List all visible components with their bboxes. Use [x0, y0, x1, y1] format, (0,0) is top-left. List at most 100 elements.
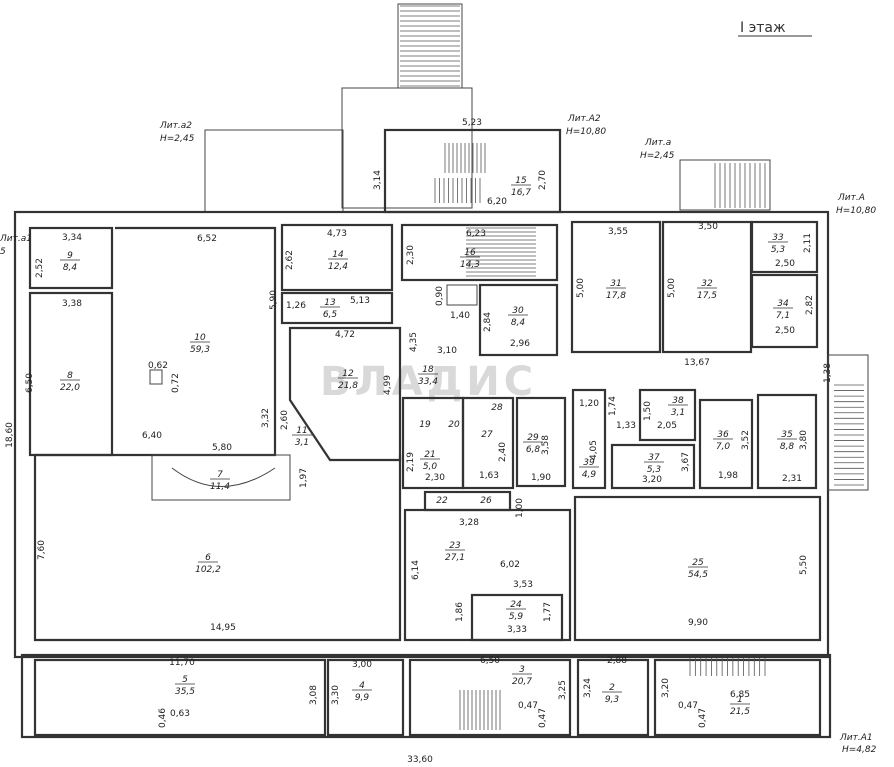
dimension-d-3-33: 3,33 — [507, 625, 527, 635]
room-area: 17,5 — [697, 291, 717, 301]
room-number: 3 — [519, 665, 525, 675]
room-number: 21 — [424, 450, 435, 460]
dimension-d-3-00: 3,00 — [352, 660, 372, 670]
room-25 — [573, 495, 822, 642]
dimension-d-2-30: 2,30 — [406, 245, 416, 265]
liter-a2-label: Лит.а2 — [159, 121, 192, 131]
room-label-22: 22 — [436, 496, 448, 506]
room-area: 7,0 — [716, 442, 731, 452]
dimension-d-2-84: 2,84 — [483, 312, 493, 332]
room-area: 11,4 — [210, 482, 230, 492]
dimension-d-6-50a: 6,50 — [25, 373, 35, 393]
room-33 — [750, 220, 819, 274]
room-39 — [571, 388, 607, 490]
room-9 — [28, 226, 114, 290]
room-label-24: 245,9 — [506, 600, 526, 622]
room-number: 29 — [527, 433, 539, 443]
room-area: 6,8 — [526, 445, 541, 455]
dimension-d-1-77: 1,77 — [543, 602, 553, 622]
liter-A1-label: Лит.А1 — [839, 733, 873, 743]
dimension-d-1-97: 1,97 — [299, 468, 309, 488]
liter-A-label: Лит.А — [837, 193, 865, 203]
dimension-d-5-80: 5,80 — [212, 443, 232, 453]
dimension-d-0-47c: 0,47 — [678, 701, 698, 711]
room-number: 11 — [296, 426, 307, 436]
dimension-d-3-24: 3,24 — [583, 678, 593, 698]
dimension-d-3-53: 3,53 — [513, 580, 533, 590]
room-label-35: 358,8 — [777, 430, 797, 452]
dimension-d-2-50a: 2,50 — [775, 259, 795, 269]
room-number: 36 — [717, 430, 729, 440]
dimension-d-1-33: 1,33 — [616, 421, 636, 431]
room-number: 10 — [194, 333, 206, 343]
room-labels: 121,529,3320,749,9535,56102,2711,4822,09… — [60, 176, 797, 717]
room-area: 9,3 — [605, 695, 620, 705]
room-number: 6 — [205, 553, 211, 563]
dimension-d-1-86: 1,86 — [455, 602, 465, 622]
dimension-d-6-50b: 6,50 — [480, 656, 500, 666]
room-label-8: 822,0 — [60, 371, 80, 393]
annex-a — [679, 159, 771, 211]
dimension-d-2-52: 2,52 — [35, 258, 45, 278]
dimension-d-3-10: 3,10 — [437, 346, 457, 356]
room-area: 5,0 — [423, 462, 438, 472]
room-36 — [698, 398, 754, 490]
room-label-34: 347,1 — [773, 299, 793, 321]
room-label-7: 711,4 — [210, 470, 230, 492]
liter-a2-height: H=2,45 — [160, 134, 195, 144]
dimension-d-2-82: 2,82 — [805, 295, 815, 315]
dimension-d-1-00: 1,00 — [515, 498, 525, 518]
floor-label: I этаж — [740, 20, 786, 36]
room-area: 12,4 — [328, 262, 348, 272]
room-area: 8,4 — [511, 318, 526, 328]
liter-labels: Лит.а2 H=2,45 Лит.А2 H=10,80 Лит.а H=2,4… — [0, 114, 877, 755]
dimension-d-2-60: 2,60 — [280, 410, 290, 430]
dimension-d-2-31: 2,31 — [782, 474, 802, 484]
room-area: 8,8 — [780, 442, 795, 452]
dimension-d-4-99: 4,99 — [383, 375, 393, 395]
dimension-d-6-52: 6,52 — [197, 234, 217, 244]
room-number: 33 — [772, 233, 784, 243]
dimension-d-5-50: 5,50 — [799, 555, 809, 575]
room-area: 5,3 — [771, 245, 786, 255]
liter-a1-height: 5 — [0, 247, 6, 257]
room-area: 6,5 — [323, 310, 338, 320]
dimension-d-5-00b: 5,00 — [667, 278, 677, 298]
room-area: 35,5 — [175, 687, 195, 697]
room-13 — [280, 291, 394, 325]
dimension-d-1-50: 1,50 — [643, 401, 653, 421]
dimension-d-3-67: 3,67 — [681, 452, 691, 472]
room-7 — [151, 454, 291, 501]
room-area: 5,9 — [509, 612, 524, 622]
room-number: 5 — [182, 675, 188, 685]
dimension-d-3-58: 3,58 — [541, 435, 551, 455]
room-area: 3,1 — [671, 408, 685, 418]
room-2 — [576, 658, 650, 737]
dimension-d-2-50b: 2,50 — [775, 326, 795, 336]
room-label-5: 535,5 — [175, 675, 195, 697]
room-area: 5,3 — [647, 465, 662, 475]
room-label-36: 367,0 — [713, 430, 733, 452]
rooms-26-28 — [461, 396, 515, 490]
dimension-d-0-46: 0,46 — [158, 708, 168, 728]
room-number: 8 — [67, 371, 73, 381]
dimension-d-33-60: 33,60 — [407, 755, 433, 765]
dimension-d-0-63: 0,63 — [170, 709, 190, 719]
room-number: 16 — [464, 248, 476, 258]
dimension-d-2-19: 2,19 — [406, 452, 416, 472]
room-34 — [750, 273, 819, 349]
room-number: 27 — [481, 430, 493, 440]
room-number: 20 — [448, 420, 460, 430]
dimension-d-9-90: 9,90 — [688, 618, 708, 628]
room-area: 7,1 — [776, 311, 790, 321]
room-area: 8,4 — [63, 263, 78, 273]
dimension-d-3-38: 3,38 — [62, 299, 82, 309]
elevator-shaft — [446, 284, 478, 306]
room-4 — [326, 658, 405, 737]
